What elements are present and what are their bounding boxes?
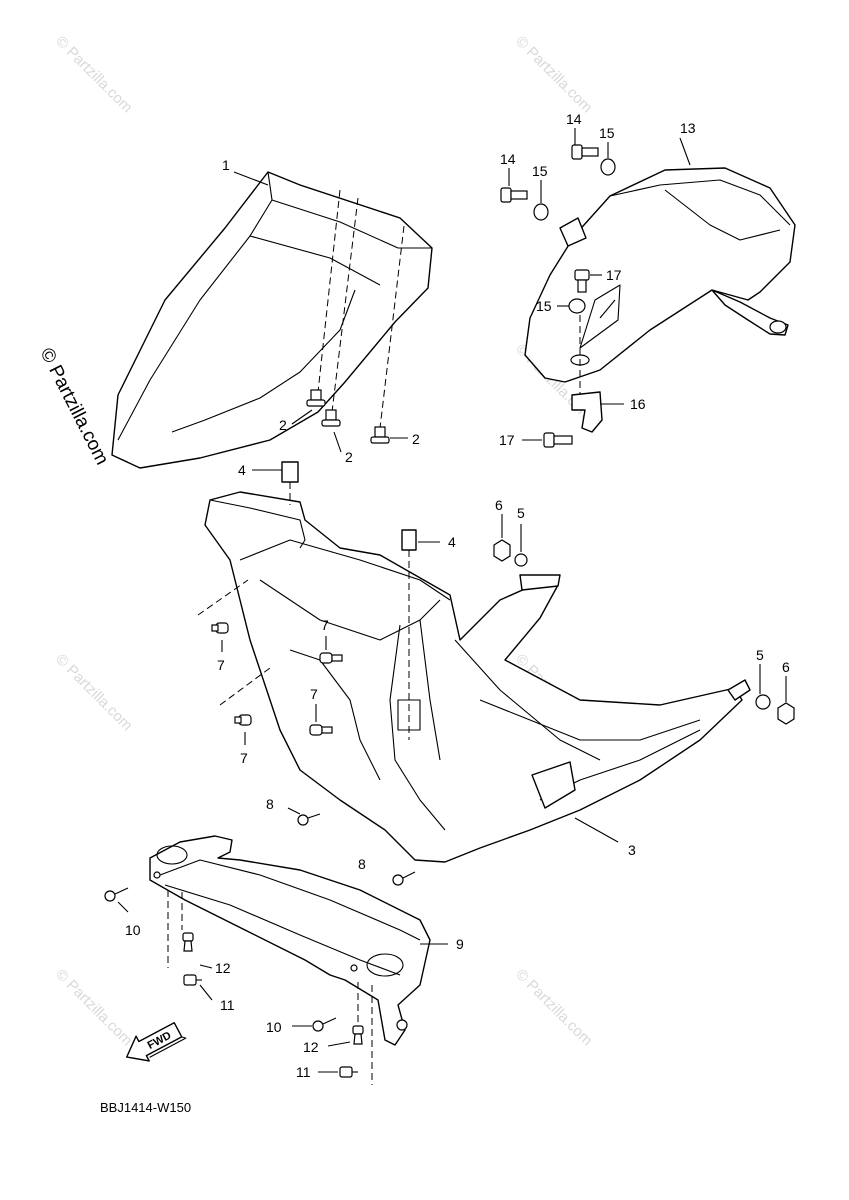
callout-7: 7 bbox=[321, 617, 329, 633]
callout-10: 10 bbox=[266, 1019, 282, 1035]
callout-8: 8 bbox=[266, 796, 274, 812]
callout-17: 17 bbox=[499, 432, 515, 448]
callout-3: 3 bbox=[628, 842, 636, 858]
callout-9: 9 bbox=[456, 936, 464, 952]
callout-8: 8 bbox=[358, 856, 366, 872]
diagram-code: BBJ1414-W150 bbox=[100, 1100, 191, 1115]
callout-16: 16 bbox=[630, 396, 646, 412]
callout-2: 2 bbox=[345, 449, 353, 465]
callouts: 1 2 2 2 3 4 4 6 5 5 6 7 7 7 7 8 8 9 10 1… bbox=[125, 111, 790, 1080]
callout-14: 14 bbox=[566, 111, 582, 127]
watermark: © Partzilla.com bbox=[52, 33, 135, 116]
front-fender bbox=[111, 171, 433, 469]
callout-11: 11 bbox=[220, 997, 235, 1013]
fender-bolts bbox=[306, 189, 405, 444]
callout-6: 6 bbox=[495, 497, 503, 513]
callout-5: 5 bbox=[517, 505, 525, 521]
lower-cover bbox=[149, 835, 431, 1046]
rear-fender bbox=[524, 167, 796, 383]
callout-7: 7 bbox=[310, 686, 318, 702]
clip-nuts bbox=[281, 461, 417, 740]
cover-fasteners bbox=[104, 887, 373, 1085]
callout-1: 1 bbox=[222, 157, 230, 173]
callout-14: 14 bbox=[500, 151, 516, 167]
watermark: © Partzilla.com bbox=[512, 966, 595, 1049]
watermark-vertical: © Partzilla.com bbox=[36, 345, 113, 469]
callout-5: 5 bbox=[756, 647, 764, 663]
leader-lines bbox=[117, 128, 787, 1073]
callout-13: 13 bbox=[680, 120, 696, 136]
callout-2: 2 bbox=[412, 431, 420, 447]
callout-7: 7 bbox=[240, 750, 248, 766]
callout-4: 4 bbox=[448, 534, 456, 550]
nuts-and-washers bbox=[493, 539, 795, 725]
callout-10: 10 bbox=[125, 922, 141, 938]
leg-shield bbox=[204, 491, 751, 863]
callout-2: 2 bbox=[279, 417, 287, 433]
callout-12: 12 bbox=[215, 960, 231, 976]
rear-fender-fasteners bbox=[500, 144, 616, 448]
callout-15: 15 bbox=[536, 298, 552, 314]
watermark: © Partzilla.com bbox=[512, 33, 595, 116]
callout-7: 7 bbox=[217, 657, 225, 673]
callout-4: 4 bbox=[238, 462, 246, 478]
callout-6: 6 bbox=[782, 659, 790, 675]
callout-12: 12 bbox=[303, 1039, 319, 1055]
callout-15: 15 bbox=[532, 163, 548, 179]
callout-17: 17 bbox=[606, 267, 622, 283]
callout-11: 11 bbox=[296, 1064, 311, 1080]
watermark: © Partzilla.com bbox=[52, 651, 135, 734]
screws-7 bbox=[197, 579, 343, 736]
callout-15: 15 bbox=[599, 125, 615, 141]
screws-8 bbox=[297, 813, 416, 886]
watermark: © Partzilla.com bbox=[52, 966, 135, 1049]
